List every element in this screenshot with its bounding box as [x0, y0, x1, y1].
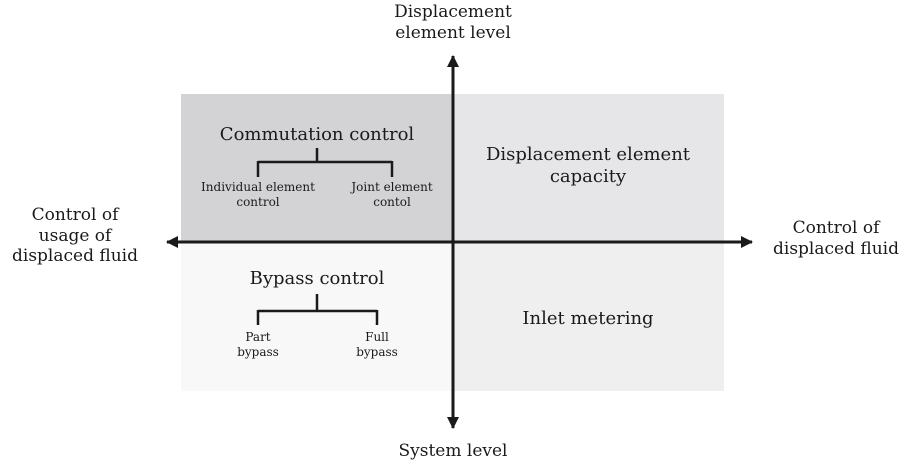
- axis-label-left-line-2: usage of: [38, 225, 112, 246]
- quadrant-bottom-right: [453, 242, 724, 391]
- individual-element-control-line-1: Individual element: [201, 180, 315, 194]
- commutation-control-title: Commutation control: [219, 124, 415, 145]
- commutation-control-bracket: [256, 148, 394, 177]
- full-bypass-line-1: Full: [365, 330, 389, 344]
- axis-label-top-line-2: element level: [395, 22, 511, 43]
- inlet-metering-title: Inlet metering: [522, 308, 654, 329]
- quadrant-top-right: [453, 94, 724, 242]
- axis-label-right-line-2: displaced fluid: [773, 238, 899, 259]
- part-bypass-line-2: bypass: [237, 344, 279, 359]
- axis-label-bottom-line-1: System level: [398, 441, 508, 461]
- part-bypass-label: Part bypass: [218, 330, 298, 359]
- axis-label-bottom: System level: [353, 441, 553, 462]
- axis-label-left-line-3: displaced fluid: [12, 246, 138, 267]
- axis-label-top-line-1: Displacement: [394, 2, 512, 22]
- quadrant-bottom-left: [181, 242, 453, 391]
- joint-element-control-label: Joint element contol: [337, 180, 447, 209]
- axis-label-right-line-1: Control of: [792, 218, 880, 238]
- full-bypass-label: Full bypass: [337, 330, 417, 359]
- bypass-control-title: Bypass control: [249, 268, 385, 289]
- displacement-element-capacity-title: Displacement element capacity: [463, 144, 713, 188]
- quadrant-top-left: [181, 94, 453, 242]
- displacement-element-capacity-line-2: capacity: [549, 165, 627, 187]
- displacement-element-capacity-line-1: Displacement element: [485, 144, 691, 165]
- axis-label-left-line-1: Control of: [31, 205, 119, 225]
- full-bypass-line-2: bypass: [356, 344, 398, 359]
- joint-element-control-line-2: contol: [373, 194, 411, 209]
- individual-element-control-line-2: control: [236, 194, 280, 209]
- axis-label-top: Displacement element level: [333, 2, 573, 43]
- individual-element-control-label: Individual element control: [188, 180, 328, 209]
- axis-label-right: Control of displaced fluid: [766, 218, 906, 259]
- joint-element-control-line-1: Joint element: [351, 180, 433, 194]
- bypass-control-bracket: [256, 294, 379, 325]
- axis-label-left: Control of usage of displaced fluid: [0, 205, 150, 267]
- part-bypass-line-1: Part: [245, 330, 271, 344]
